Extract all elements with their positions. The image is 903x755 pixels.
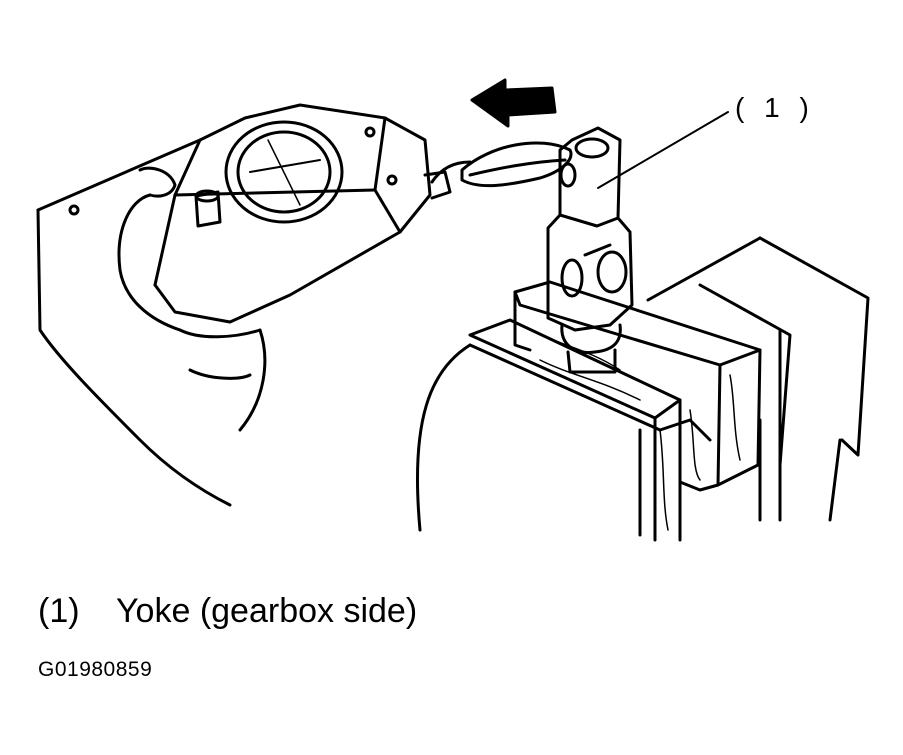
vise	[416, 236, 870, 537]
legend-entry: (1) Yoke (gearbox side)	[38, 592, 417, 631]
hook-wire	[430, 141, 573, 188]
spring-scale	[36, 103, 452, 324]
callout-label-1: ( 1 )	[735, 92, 815, 123]
wooden-blocks	[468, 280, 762, 542]
legend-text: Yoke (gearbox side)	[116, 592, 418, 630]
yoke-joint	[546, 126, 634, 374]
legend-number: (1)	[38, 592, 80, 630]
pull-direction-arrow	[470, 78, 557, 128]
callout-leader-line	[597, 111, 729, 189]
figure-id: G01980859	[38, 658, 153, 681]
technical-illustration	[36, 78, 870, 542]
hand	[36, 166, 267, 507]
